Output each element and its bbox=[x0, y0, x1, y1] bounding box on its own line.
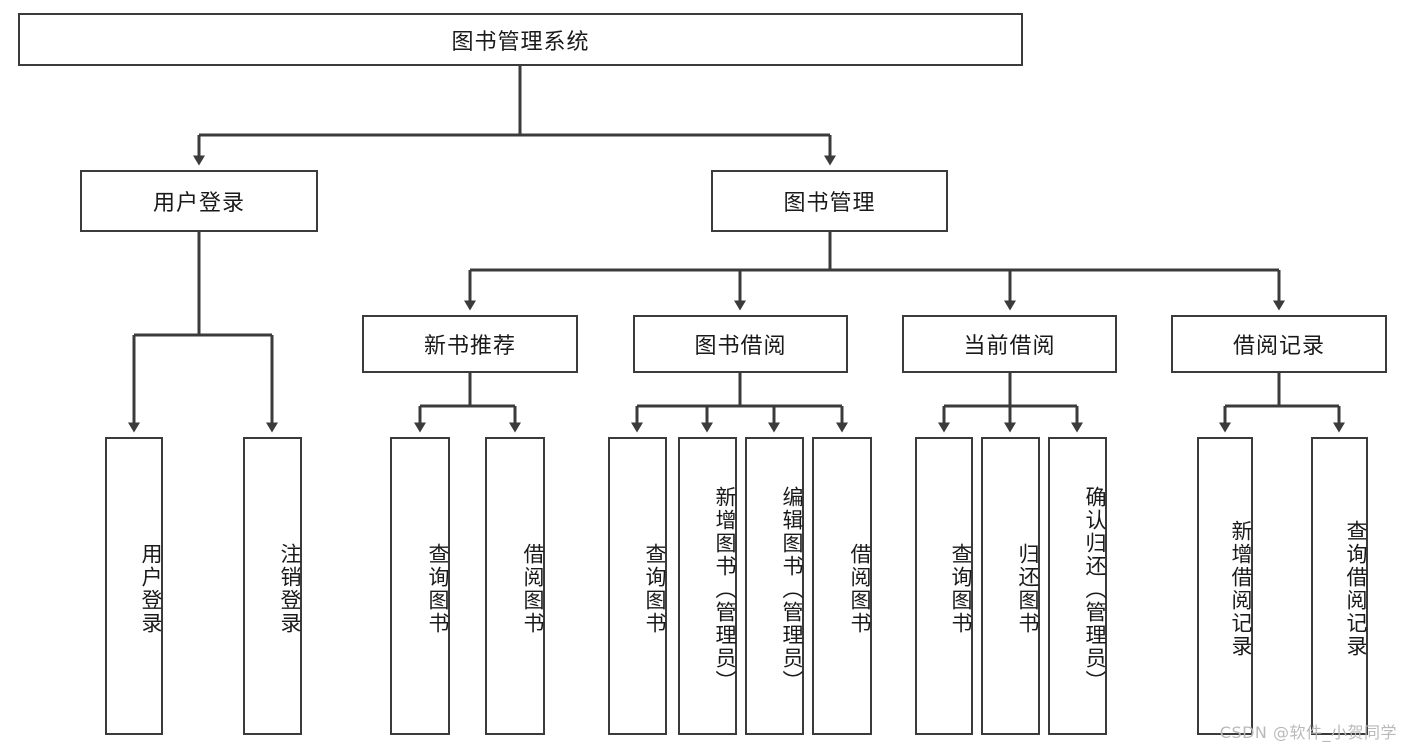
node-label: 查询图书 bbox=[949, 543, 973, 635]
leaf-new-book-borrow-books[interactable]: 借阅图书 bbox=[485, 437, 545, 735]
leaf-book-borrow-add-book-admin[interactable]: 新增图书（管理员） bbox=[678, 437, 737, 735]
node-label: 注销登录 bbox=[278, 543, 302, 635]
node-book-borrow[interactable]: 图书借阅 bbox=[633, 315, 848, 373]
node-label: 借阅图书 bbox=[521, 543, 545, 635]
node-label: 编辑图书（管理员） bbox=[780, 485, 804, 693]
node-label: 图书管理 bbox=[783, 191, 876, 216]
leaf-current-borrow-return-books[interactable]: 归还图书 bbox=[981, 437, 1040, 735]
node-label: 新增借阅记录 bbox=[1229, 520, 1253, 658]
node-user-login[interactable]: 用户登录 bbox=[80, 170, 318, 232]
node-label: 新书推荐 bbox=[423, 334, 516, 359]
leaf-current-borrow-query-books[interactable]: 查询图书 bbox=[915, 437, 973, 735]
leaf-book-borrow-borrow-books[interactable]: 借阅图书 bbox=[812, 437, 872, 735]
node-root-book-management-system[interactable]: 图书管理系统 bbox=[18, 13, 1023, 66]
node-label: 图书借阅 bbox=[694, 334, 787, 359]
watermark-text: CSDN @软件_小贺同学 bbox=[1219, 723, 1397, 742]
node-label: 查询图书 bbox=[426, 543, 450, 635]
node-book-management[interactable]: 图书管理 bbox=[711, 170, 948, 232]
node-label: 用户登录 bbox=[152, 191, 245, 216]
node-label: 查询借阅记录 bbox=[1344, 520, 1368, 658]
leaf-borrow-record-query-record[interactable]: 查询借阅记录 bbox=[1311, 437, 1368, 735]
node-label: 图书管理系统 bbox=[451, 29, 590, 55]
node-label: 当前借阅 bbox=[963, 334, 1056, 359]
node-new-book-recommend[interactable]: 新书推荐 bbox=[362, 315, 578, 373]
node-label: 借阅记录 bbox=[1232, 334, 1325, 359]
leaf-book-borrow-query-books[interactable]: 查询图书 bbox=[608, 437, 667, 735]
leaf-user-login-logout[interactable]: 注销登录 bbox=[243, 437, 302, 735]
node-borrow-record[interactable]: 借阅记录 bbox=[1171, 315, 1387, 373]
node-label: 归还图书 bbox=[1016, 543, 1040, 635]
leaf-new-book-query-books[interactable]: 查询图书 bbox=[390, 437, 450, 735]
node-label: 查询图书 bbox=[643, 543, 667, 635]
node-label: 用户登录 bbox=[139, 543, 163, 635]
leaf-user-login-login[interactable]: 用户登录 bbox=[105, 437, 163, 735]
node-label: 确认归还（管理员） bbox=[1083, 485, 1107, 693]
leaf-current-borrow-confirm-return-admin[interactable]: 确认归还（管理员） bbox=[1048, 437, 1107, 735]
node-current-borrow[interactable]: 当前借阅 bbox=[902, 315, 1117, 373]
leaf-borrow-record-add-record[interactable]: 新增借阅记录 bbox=[1197, 437, 1253, 735]
node-label: 新增图书（管理员） bbox=[713, 485, 737, 693]
leaf-book-borrow-edit-book-admin[interactable]: 编辑图书（管理员） bbox=[745, 437, 804, 735]
node-label: 借阅图书 bbox=[848, 543, 872, 635]
